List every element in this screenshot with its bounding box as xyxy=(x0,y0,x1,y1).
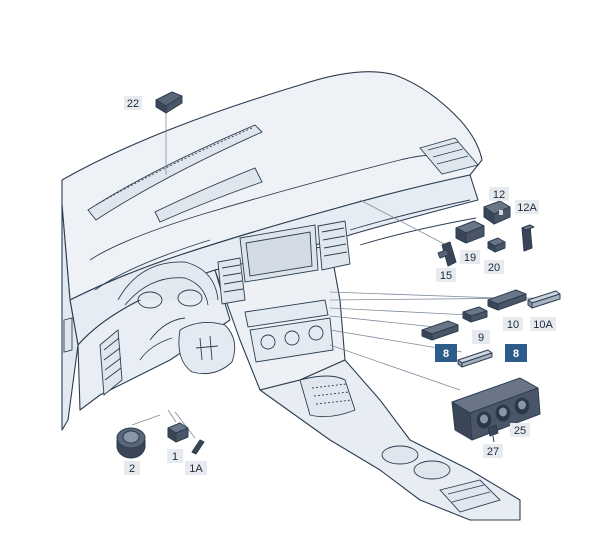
label-1a-text: 1A xyxy=(189,463,203,475)
label-12a: 12A xyxy=(515,200,539,214)
dashboard-details xyxy=(63,124,501,513)
part-8-upper xyxy=(421,320,459,341)
label-25-text: 25 xyxy=(514,425,526,437)
parts xyxy=(116,91,561,459)
label-20-text: 20 xyxy=(488,262,500,274)
label-8-right-text: 8 xyxy=(513,348,519,360)
part-19 xyxy=(455,220,485,244)
label-2-text: 2 xyxy=(129,463,135,475)
part-15 xyxy=(437,241,457,267)
label-19: 19 xyxy=(460,250,480,264)
label-8-right: 8 xyxy=(505,344,527,362)
label-8-left-text: 8 xyxy=(443,348,449,360)
label-10-text: 10 xyxy=(507,319,519,331)
part-8-lower xyxy=(457,349,493,368)
label-20: 20 xyxy=(484,260,504,274)
label-1-text: 1 xyxy=(172,451,178,463)
part-12a xyxy=(521,224,535,252)
label-9: 9 xyxy=(472,330,490,344)
part-12 xyxy=(483,200,511,225)
label-8-left: 8 xyxy=(435,344,457,362)
label-15: 15 xyxy=(436,268,456,282)
label-2: 2 xyxy=(124,461,140,475)
label-10: 10 xyxy=(503,317,523,331)
callout-labels: 22 12 12A 19 20 15 10 10A xyxy=(124,96,556,475)
part-10 xyxy=(487,289,527,311)
part-2 xyxy=(116,427,146,459)
label-22: 22 xyxy=(124,96,142,110)
label-25: 25 xyxy=(510,423,530,437)
part-9 xyxy=(462,306,488,323)
label-1: 1 xyxy=(167,449,183,463)
dashboard-left-side xyxy=(61,204,79,431)
label-27: 27 xyxy=(483,444,503,458)
label-12-text: 12 xyxy=(493,189,505,201)
label-15-text: 15 xyxy=(440,270,452,282)
label-9-text: 9 xyxy=(478,332,484,344)
label-10a-text: 10A xyxy=(533,319,553,331)
part-27 xyxy=(487,424,499,443)
label-22-text: 22 xyxy=(127,98,139,110)
part-22 xyxy=(155,91,183,114)
part-1 xyxy=(167,422,189,443)
part-20 xyxy=(487,237,506,253)
label-27-text: 27 xyxy=(487,446,499,458)
label-1a: 1A xyxy=(185,461,207,475)
label-19-text: 19 xyxy=(464,252,476,264)
part-25 xyxy=(451,377,541,441)
part-10a xyxy=(527,290,561,309)
label-12a-text: 12A xyxy=(517,202,537,214)
label-10a: 10A xyxy=(530,317,556,331)
label-12: 12 xyxy=(489,187,509,201)
part-1a xyxy=(191,439,205,455)
